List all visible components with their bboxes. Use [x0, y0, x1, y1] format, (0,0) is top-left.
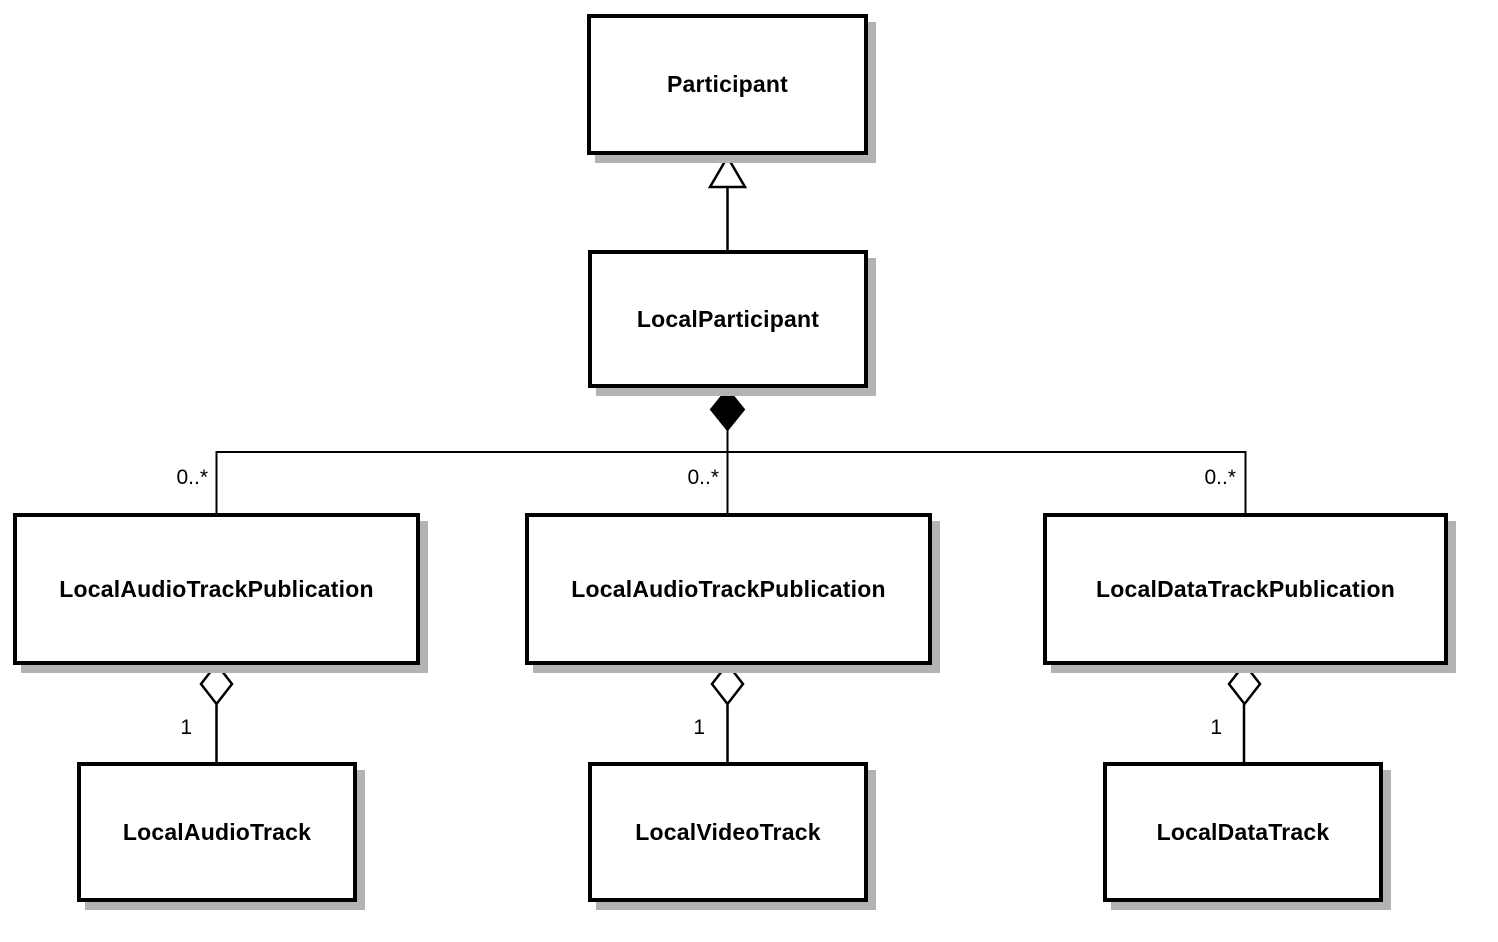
- class-name-local-audio-track-publication-left: LocalAudioTrackPublication: [59, 575, 374, 602]
- aggregation-connector-left: [199, 661, 234, 762]
- class-name-local-audio-track-publication-middle: LocalAudioTrackPublication: [571, 575, 886, 602]
- class-box-participant: Participant: [587, 14, 868, 155]
- class-name-local-data-track-publication: LocalDataTrackPublication: [1096, 575, 1395, 602]
- class-box-local-audio-track: LocalAudioTrack: [77, 762, 357, 902]
- class-box-local-audio-track-publication-left: LocalAudioTrackPublication: [13, 513, 420, 665]
- class-name-local-video-track: LocalVideoTrack: [635, 818, 821, 845]
- aggregation-connector-middle: [710, 661, 745, 762]
- class-box-local-data-track: LocalDataTrack: [1103, 762, 1383, 902]
- multiplicity-label-pub-left: 0..*: [176, 466, 208, 489]
- class-name-participant: Participant: [666, 71, 789, 97]
- multiplicity-label-pub-middle: 0..*: [687, 466, 719, 489]
- class-name-local-participant: LocalParticipant: [636, 305, 820, 332]
- multiplicity-label-pub-right: 0..*: [1204, 466, 1236, 489]
- aggregation-connector-right: [1227, 661, 1262, 762]
- class-name-local-data-track: LocalDataTrack: [1156, 818, 1330, 845]
- class-box-local-video-track: LocalVideoTrack: [588, 762, 868, 902]
- aggregation-diamond-right-icon: [1227, 661, 1262, 707]
- class-box-local-data-track-publication: LocalDataTrackPublication: [1043, 513, 1448, 665]
- generalization-triangle-icon: [707, 154, 748, 189]
- generalization-connector: [707, 154, 748, 252]
- class-name-local-audio-track: LocalAudioTrack: [122, 818, 312, 845]
- multiplicity-label-track-middle: 1: [693, 716, 705, 739]
- multiplicity-label-track-left: 1: [180, 716, 192, 739]
- aggregation-diamond-left-icon: [199, 661, 234, 707]
- aggregation-diamond-middle-icon: [710, 661, 745, 707]
- class-box-local-audio-track-publication-middle: LocalAudioTrackPublication: [525, 513, 932, 665]
- multiplicity-label-track-right: 1: [1210, 716, 1222, 739]
- class-box-local-participant: LocalParticipant: [588, 250, 868, 388]
- composition-connector: [215, 387, 1247, 513]
- composition-diamond-icon: [709, 387, 746, 432]
